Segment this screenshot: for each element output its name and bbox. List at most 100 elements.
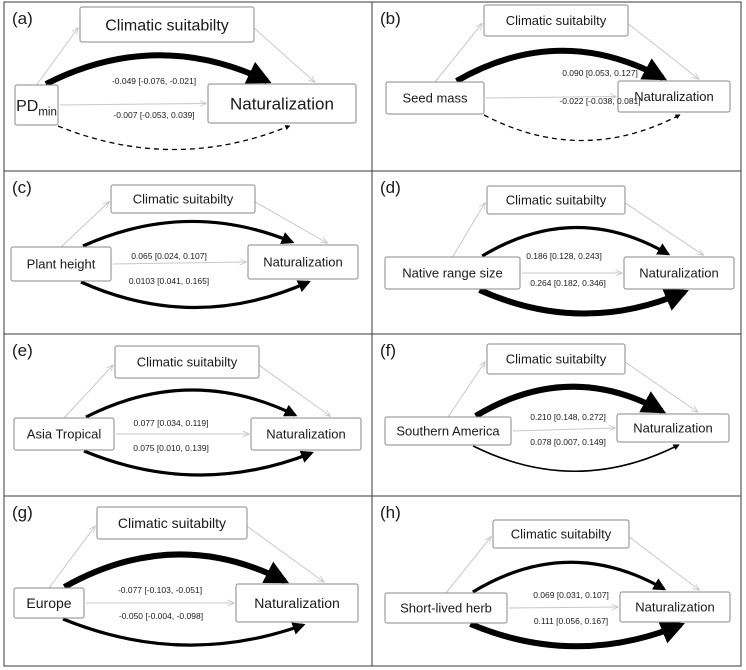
predictor-box — [384, 256, 521, 290]
outcome-label: Naturalization — [263, 255, 343, 270]
mediator-to-outcome-arrow — [624, 361, 698, 412]
lower-effect-stat: 0.078 [0.007, 0.149] — [530, 437, 606, 447]
predictor-box — [384, 416, 512, 446]
lower-effect-stat: 0.075 [0.010, 0.139] — [133, 443, 209, 453]
outcome-text: Naturalization — [635, 600, 715, 615]
pred-to-mediator-arrow — [447, 362, 485, 418]
panel-e: (e) Asia Tropical Climatic suitabiltyNatur… — [3, 333, 373, 497]
panel-letter: (h) — [380, 503, 401, 522]
mediator-box — [486, 185, 626, 215]
mediator-text: Climatic suitabilty — [105, 17, 229, 34]
panel-letter: (g) — [12, 503, 33, 522]
lower-effect-arrow — [62, 617, 306, 647]
upper-effect-arrow — [44, 52, 272, 87]
mediator-text: Climatic suitabilty — [133, 192, 234, 207]
predictor-label: PDmin — [16, 98, 57, 119]
panel-letter: (b) — [380, 9, 401, 28]
mediator-to-outcome-arrow — [628, 536, 699, 590]
lower-effect-arrow — [472, 444, 680, 472]
panel-h: (h) Short-lived herb Climatic suitabiltyNa… — [371, 495, 742, 667]
panel-letter: (a) — [12, 9, 33, 28]
panel-letter: (c) — [12, 178, 32, 197]
lower-effect-arrow — [80, 280, 311, 310]
outcome-text: Naturalization — [230, 95, 334, 114]
pred-to-mediator-arrow — [36, 28, 79, 86]
outcome-text: Naturalization — [266, 427, 346, 442]
predictor-text: Europe — [26, 595, 71, 611]
upper-effect-stat: 0.210 [0.148, 0.272] — [530, 412, 606, 422]
direct-effect-arrow — [508, 607, 618, 608]
lower-effect-arrow — [483, 114, 681, 142]
pred-to-mediator-arrow — [434, 24, 482, 83]
predictor-box — [14, 84, 59, 126]
upper-effect-arrow — [62, 551, 290, 590]
mediator-box — [483, 4, 629, 37]
mediator-box — [79, 6, 255, 43]
upper-effect-arrow — [481, 225, 671, 258]
direct-effect-arrow — [512, 428, 615, 432]
panel-letter: (d) — [380, 178, 401, 197]
mediator-to-outcome-arrow — [253, 27, 315, 82]
pred-to-mediator-arrow — [452, 203, 486, 258]
lower-effect-stat: -0.007 [-0.053, 0.039] — [113, 110, 194, 120]
mediator-text: Climatic suitabilty — [137, 355, 238, 370]
lower-effect-stat: -0.022 [-0.038, 0.081] — [559, 96, 640, 106]
upper-effect-stat: 0.090 [0.053, 0.127] — [562, 68, 638, 78]
predictor-text: Plant height — [27, 257, 96, 272]
panel-g: (g) Europe Climatic suitabiltyNaturalizati… — [3, 495, 373, 667]
outcome-text: Naturalization — [263, 255, 343, 270]
mediator-box — [492, 519, 630, 549]
upper-effect-arrow — [455, 47, 668, 84]
predictor-label: Native range size — [402, 266, 502, 281]
panel-a: (a) PDmin Climatic suitabiltyNaturalizatio… — [3, 1, 373, 172]
outcome-text: Naturalization — [254, 595, 340, 611]
outcome-text: Naturalization — [633, 421, 713, 436]
lower-effect-stat: 0.0103 [0.041, 0.165] — [129, 276, 209, 286]
outcome-box — [616, 413, 730, 443]
predictor-label: Plant height — [27, 257, 96, 272]
upper-effect-arrow — [474, 383, 667, 419]
mediator-label: Climatic suitabilty — [118, 515, 226, 531]
outcome-label: Naturalization — [254, 595, 340, 611]
direct-effect-arrow — [485, 97, 616, 99]
lower-effect-arrow — [83, 449, 314, 477]
pred-to-mediator-arrow — [60, 202, 109, 248]
lower-effect-arrow — [469, 621, 685, 650]
mediator-box — [114, 345, 260, 379]
outcome-box — [250, 417, 362, 451]
upper-effect-stat: 0.069 [0.031, 0.107] — [533, 590, 609, 600]
predictor-label: Southern America — [396, 424, 500, 439]
upper-effect-arrow — [472, 560, 667, 594]
mediator-text: Climatic suitabilty — [511, 527, 612, 542]
outcome-text: Naturalization — [634, 89, 714, 104]
upper-effect-arrow — [85, 388, 298, 419]
predictor-text: Asia Tropical — [27, 427, 102, 442]
mediator-box — [96, 506, 248, 540]
mediator-to-outcome-arrow — [254, 201, 327, 243]
predictor-label: Short-lived herb — [400, 601, 492, 616]
mediator-to-outcome-arrow — [624, 202, 703, 255]
predictor-box — [13, 417, 115, 451]
predictor-text: Southern America — [396, 424, 500, 439]
mediator-text: Climatic suitabilty — [506, 13, 607, 28]
mediator-label: Climatic suitabilty — [133, 192, 234, 207]
panel-letter: (e) — [12, 341, 33, 360]
outcome-box — [207, 83, 357, 124]
predictor-subscript: min — [38, 107, 57, 119]
mediator-label: Climatic suitabilty — [137, 355, 238, 370]
mediator-label: Climatic suitabilty — [105, 17, 229, 34]
predictor-text: Native range size — [402, 266, 502, 281]
outcome-label: Naturalization — [635, 600, 715, 615]
predictor-box — [385, 81, 485, 115]
panel-c: (c) Plant height Climatic suitabiltyNatura… — [3, 170, 373, 335]
panel-border — [371, 495, 742, 667]
predictor-label: Asia Tropical — [27, 427, 102, 442]
mediator-box — [486, 343, 626, 375]
outcome-box — [617, 80, 731, 113]
mediator-to-outcome-arrow — [258, 364, 330, 416]
mediator-label: Climatic suitabilty — [506, 352, 607, 367]
